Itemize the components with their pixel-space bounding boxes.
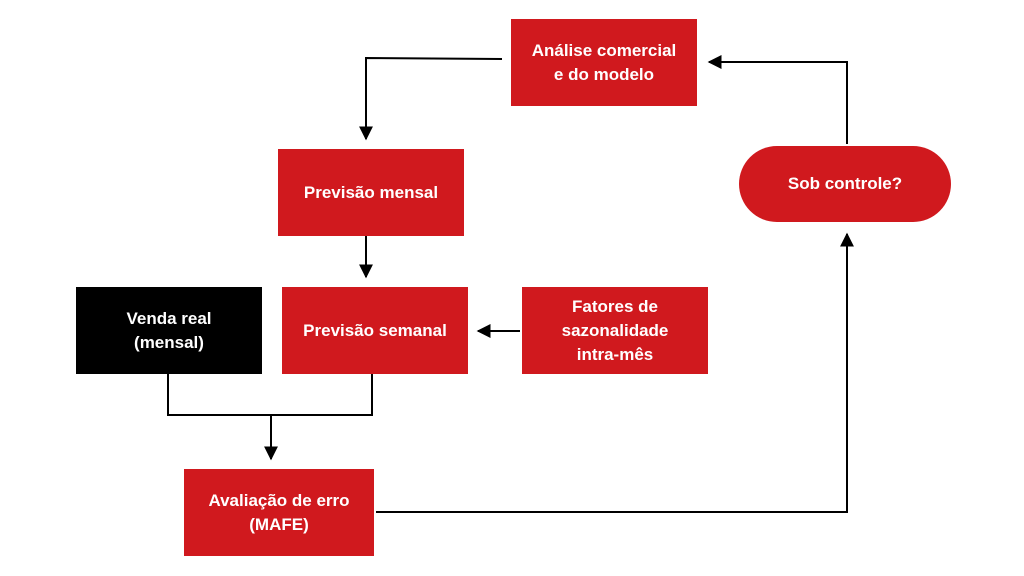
edge-semanal-to-merge: [271, 374, 373, 416]
node-previsao-semanal: Previsão semanal: [282, 287, 468, 374]
node-avaliacao-erro: Avaliação de erro (MAFE): [184, 469, 374, 556]
node-avaliacao-erro-label: Avaliação de erro (MAFE): [208, 490, 350, 534]
node-sob-controle-label: Sob controle?: [787, 174, 903, 193]
edge-controle-to-analise: [707, 55, 848, 144]
node-venda-real-label: Venda real (mensal): [126, 308, 212, 352]
node-venda-real: Venda real (mensal): [76, 287, 262, 374]
edge-avaliacao-to-controle: [376, 232, 854, 513]
node-analise-comercial: Análise comercial e do modelo: [511, 19, 697, 106]
node-previsao-semanal-label: Previsão semanal: [303, 320, 447, 340]
node-fatores-sazonalidade: Fatores de sazonalidade intra-mês: [522, 287, 708, 374]
node-previsao-mensal-label: Previsão mensal: [303, 182, 439, 202]
node-analise-comercial-label: Análise comercial e do modelo: [531, 40, 677, 84]
node-sob-controle: Sob controle?: [739, 146, 951, 222]
node-fatores-sazonalidade-label: Fatores de sazonalidade intra-mês: [561, 296, 669, 364]
node-previsao-mensal: Previsão mensal: [278, 149, 464, 236]
edge-analise-to-mensal: [359, 56, 503, 141]
edge-venda-to-merge: [167, 374, 271, 416]
